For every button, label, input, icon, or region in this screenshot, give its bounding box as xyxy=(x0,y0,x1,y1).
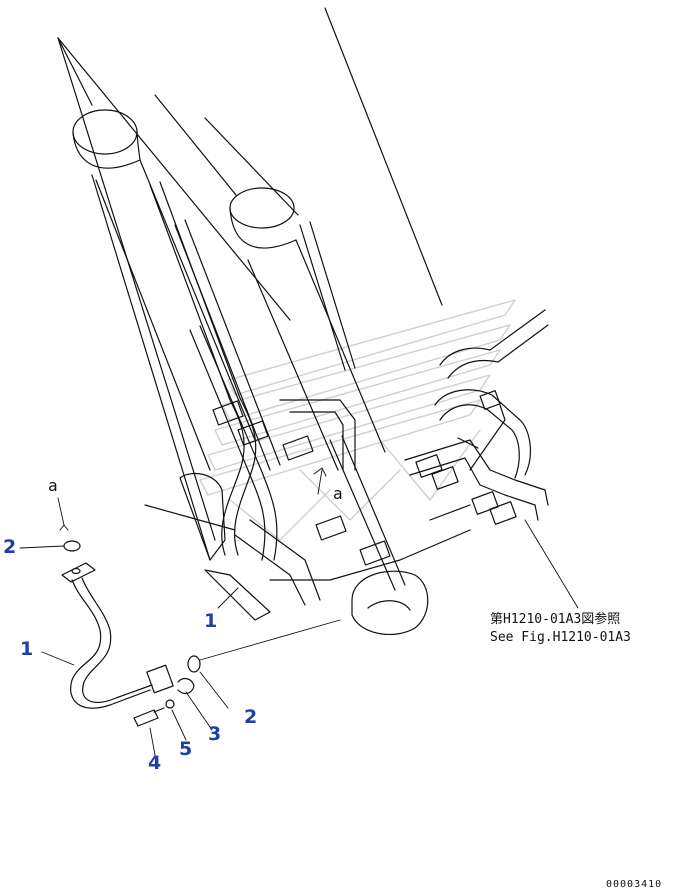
flange-upper xyxy=(61,562,96,583)
o-ring-lower xyxy=(187,655,201,673)
tube-part-1 xyxy=(70,579,151,709)
right-side-piping xyxy=(404,309,549,525)
bolt xyxy=(133,707,165,727)
callout-2-mid[interactable]: 2 xyxy=(244,706,258,728)
view-marker-a-mid: a xyxy=(333,484,343,503)
callout-3[interactable]: 3 xyxy=(208,723,222,745)
callout-1-mid[interactable]: 1 xyxy=(204,610,218,632)
flange-lower xyxy=(146,664,174,694)
document-number: 00003410 xyxy=(606,879,663,890)
split-flange xyxy=(177,677,195,695)
reference-note-en: See Fig.H1210-01A3 xyxy=(490,630,631,645)
boom-cylinders xyxy=(72,109,386,471)
washer xyxy=(165,699,175,709)
callout-1-left[interactable]: 1 xyxy=(20,638,34,660)
callout-5[interactable]: 5 xyxy=(179,738,193,760)
boom-flanges xyxy=(212,400,391,566)
callout-2-left[interactable]: 2 xyxy=(3,536,17,558)
exploded-parts xyxy=(61,540,201,727)
boom-outline xyxy=(57,7,443,561)
reference-note-jp: 第H1210-01A3図参照 xyxy=(490,612,621,627)
o-ring-upper xyxy=(63,540,81,552)
leader-lines xyxy=(19,467,579,756)
callout-4[interactable]: 4 xyxy=(148,752,162,774)
view-marker-a-left: a xyxy=(48,476,58,495)
boom-foot-boss xyxy=(179,472,429,636)
boom-piping xyxy=(149,181,471,606)
watermark-logo xyxy=(199,299,516,541)
